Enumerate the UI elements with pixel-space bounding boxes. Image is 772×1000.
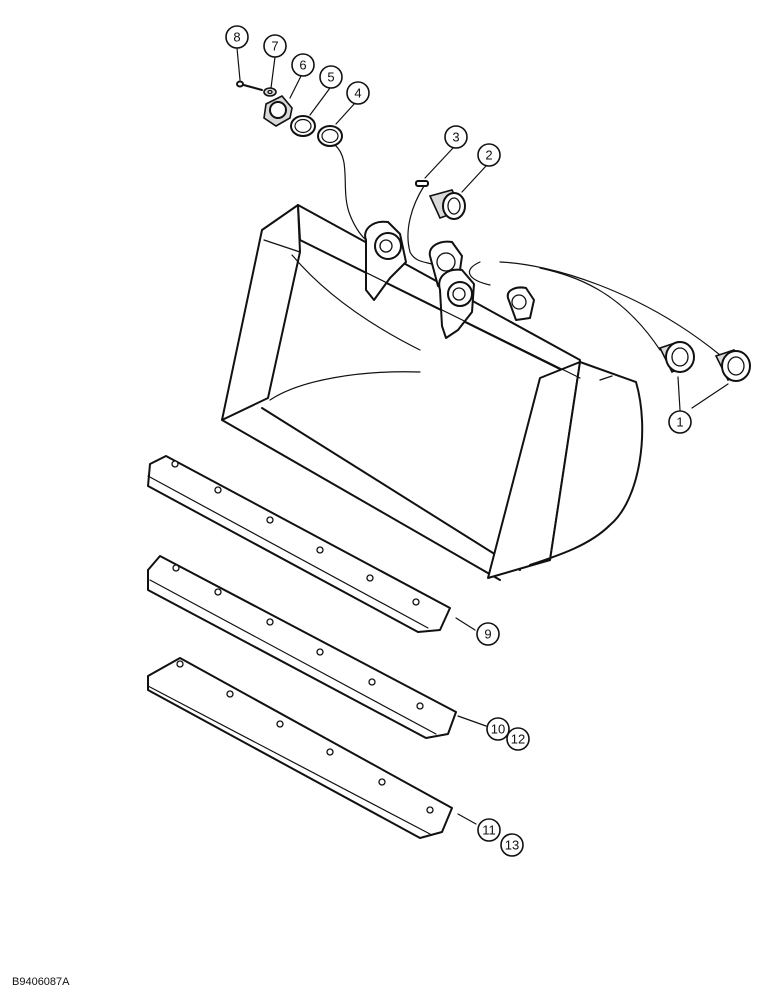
loader-bucket <box>221 204 644 581</box>
bushing-part-1-left <box>658 341 695 374</box>
svg-text:13: 13 <box>505 838 519 853</box>
flange-plate-part-6 <box>263 95 293 127</box>
cutting-edge-part-9 <box>147 455 451 633</box>
callout-10: 10 <box>486 717 510 741</box>
washer-part-7 <box>263 87 277 97</box>
shim-part-4 <box>317 125 343 147</box>
callout-4: 4 <box>346 81 370 105</box>
callout-13: 13 <box>500 833 524 857</box>
svg-text:6: 6 <box>299 58 306 73</box>
svg-text:10: 10 <box>491 722 505 737</box>
callout-3: 3 <box>444 125 468 149</box>
callout-leaders <box>236 47 729 825</box>
callout-9: 9 <box>476 622 500 646</box>
cutting-edge-part-11 <box>147 657 453 839</box>
callout-7: 7 <box>263 34 287 58</box>
callout-2: 2 <box>477 143 501 167</box>
svg-text:2: 2 <box>485 148 492 163</box>
callout-8: 8 <box>225 25 249 49</box>
svg-text:1: 1 <box>676 415 683 430</box>
pin-part-3 <box>415 180 429 187</box>
svg-text:9: 9 <box>484 627 491 642</box>
callout-11: 11 <box>477 818 501 842</box>
svg-text:8: 8 <box>233 30 240 45</box>
callout-12: 12 <box>506 727 530 751</box>
svg-text:12: 12 <box>511 732 525 747</box>
bushing-part-2 <box>428 189 466 220</box>
svg-text:7: 7 <box>271 39 278 54</box>
bolt-part-8 <box>236 80 263 91</box>
figure-code: B9406087A <box>12 976 70 988</box>
svg-text:5: 5 <box>327 70 334 85</box>
cutting-edge-part-10 <box>147 555 457 739</box>
bushing-part-1-right <box>714 349 751 382</box>
callout-1: 1 <box>668 410 692 434</box>
svg-text:3: 3 <box>452 130 459 145</box>
shim-part-5 <box>290 115 316 137</box>
callout-6: 6 <box>291 53 315 77</box>
svg-text:4: 4 <box>354 86 361 101</box>
callout-5: 5 <box>319 65 343 89</box>
svg-text:11: 11 <box>482 823 496 838</box>
